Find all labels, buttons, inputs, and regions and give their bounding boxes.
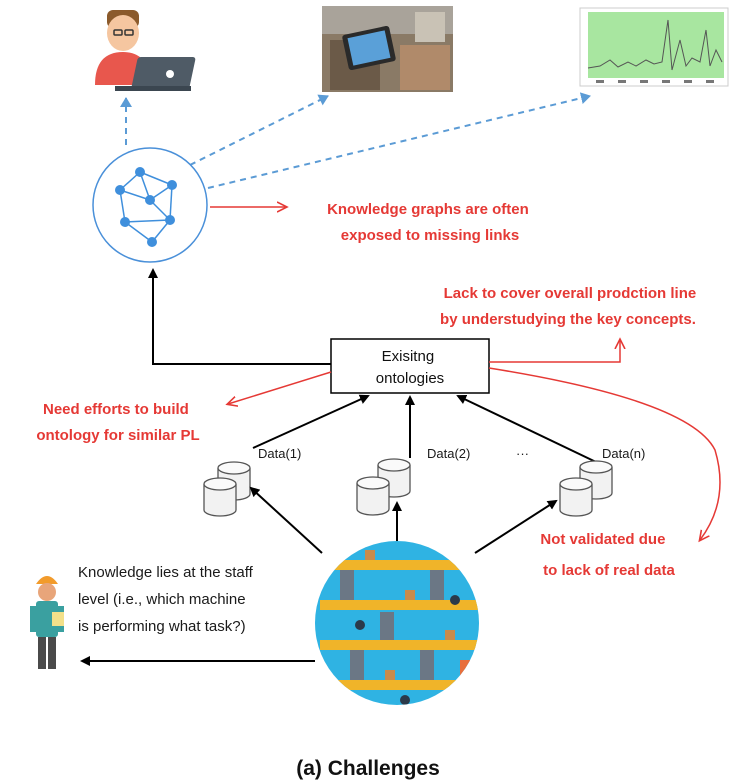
- ontology-box: Exisitng ontologies: [330, 338, 490, 394]
- database-icon-1: Data(1): [203, 446, 301, 517]
- data-source-label-1: Data(1): [258, 446, 301, 461]
- data-source-label-2: Data(2): [427, 446, 470, 461]
- ontology-to-graph-arrow: [148, 268, 331, 365]
- not-validated-arrow: [488, 367, 721, 540]
- data-to-ontology-arrows: [252, 394, 597, 463]
- worker-icon: [30, 576, 64, 669]
- database-icon-2: Data(2): [356, 446, 470, 516]
- staff-knowledge-note: Knowledge lies at the staff level (i.e.,…: [78, 564, 257, 635]
- missing-links-note: Knowledge graphs are often exposed to mi…: [327, 201, 533, 244]
- need-efforts-arrow: [228, 371, 332, 404]
- not-validated-note: Not validated due to lack of real data: [540, 531, 675, 579]
- data-source-label-n: Data(n): [602, 446, 645, 461]
- lack-coverage-note: Lack to cover overall prodction line by …: [440, 285, 700, 328]
- svg-text:Exisitng ontologies: Exisitng ontologies: [376, 348, 444, 387]
- dashed-blue-arrows: [120, 92, 591, 189]
- database-icon-n: Data(n): [559, 446, 645, 517]
- data-ellipsis: ···: [516, 446, 529, 461]
- lack-coverage-arrow: [489, 340, 620, 363]
- tablet-factory-photo: [322, 6, 453, 92]
- need-efforts-note: Need efforts to build ontology for simil…: [36, 401, 199, 444]
- time-series-chart-thumbnail: [579, 7, 729, 87]
- production-line-illustration: [315, 541, 479, 705]
- user-laptop-icon: [95, 10, 196, 91]
- knowledge-graph-icon: [92, 147, 208, 263]
- figure-caption: (a) Challenges: [296, 757, 440, 780]
